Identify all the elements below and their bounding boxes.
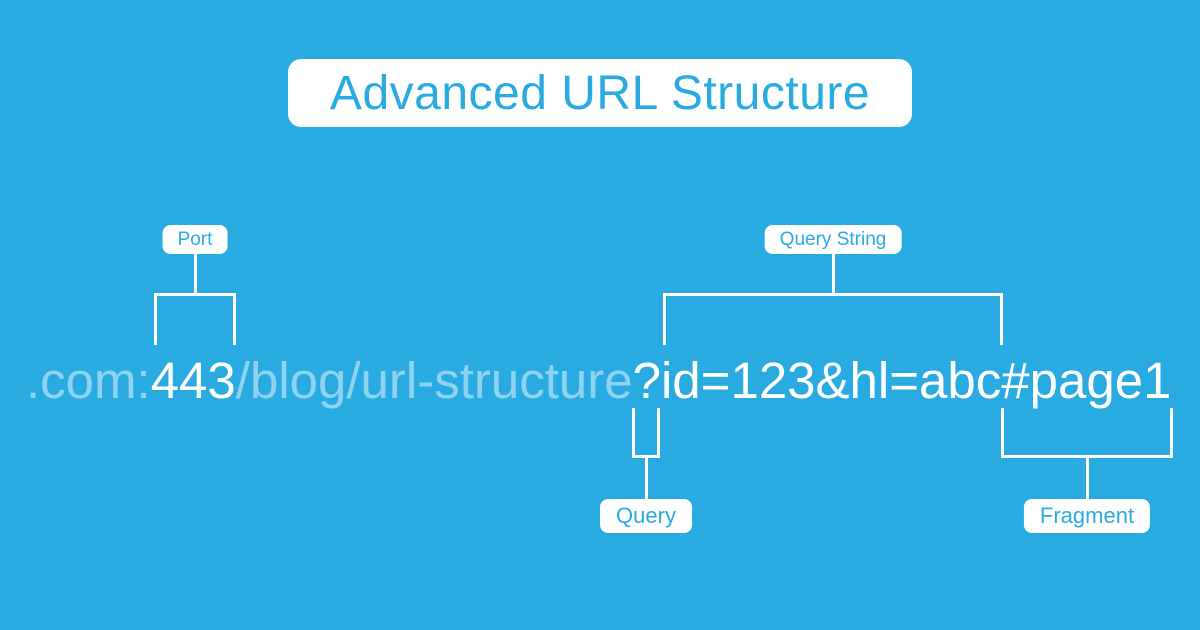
fragment-label-text: Fragment bbox=[1039, 503, 1135, 528]
fragment-label: Fragment bbox=[1023, 499, 1151, 533]
port-label: Port bbox=[162, 225, 228, 254]
query-label: Query bbox=[600, 499, 692, 533]
port-label-text: Port bbox=[177, 228, 213, 250]
query-label-text: Query bbox=[616, 503, 676, 528]
fragment-bracket bbox=[1001, 408, 1173, 458]
fragment-connector-line bbox=[1085, 455, 1089, 501]
url-segment-domain: .com: bbox=[26, 352, 151, 409]
query-string-label: Query String bbox=[764, 225, 902, 254]
url-text: .com:443/blog/url-structure?id=123&hl=ab… bbox=[26, 355, 1171, 406]
url-segment-path: /blog/url-structure bbox=[235, 352, 633, 409]
port-bracket bbox=[154, 293, 236, 345]
query-bracket bbox=[632, 408, 660, 458]
page-title: Advanced URL Structure bbox=[329, 66, 871, 120]
url-segment-query-string: ?id=123&hl=abc bbox=[632, 352, 1002, 409]
query-string-connector-line bbox=[831, 253, 835, 296]
query-string-label-text: Query String bbox=[779, 228, 887, 250]
query-string-bracket bbox=[663, 293, 1003, 345]
port-connector-line bbox=[193, 253, 197, 296]
title-box: Advanced URL Structure bbox=[288, 59, 912, 127]
url-segment-fragment: #page1 bbox=[1001, 352, 1172, 409]
url-segment-port: 443 bbox=[150, 352, 236, 409]
query-connector-line bbox=[644, 455, 648, 501]
